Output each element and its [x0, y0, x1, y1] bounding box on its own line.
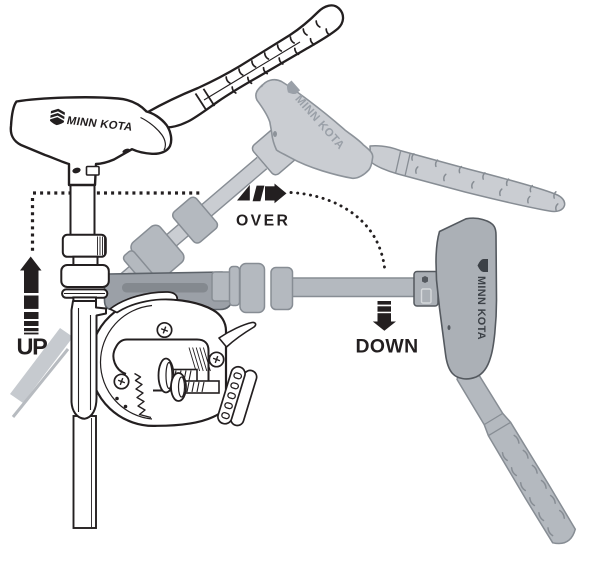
svg-text:OVER: OVER: [236, 213, 290, 230]
svg-text:MINN KOTA: MINN KOTA: [475, 276, 487, 340]
svg-text:DOWN: DOWN: [356, 336, 419, 358]
svg-text:UP: UP: [17, 334, 48, 360]
